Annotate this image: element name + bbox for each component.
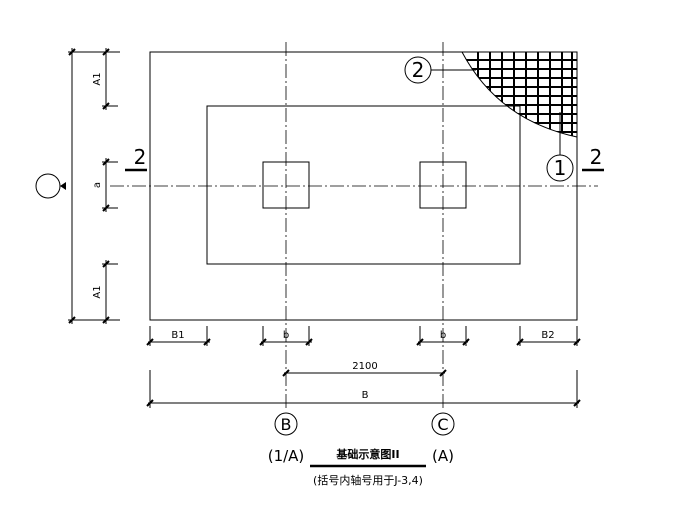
section-mark-right: 2 xyxy=(582,145,604,172)
dim-2100-line xyxy=(282,369,447,377)
rebar-callout-1-label: 1 xyxy=(554,156,567,180)
left-dimensions xyxy=(68,48,120,324)
dim-overall-b: B xyxy=(362,390,369,401)
dim-b1: B1 xyxy=(171,330,184,341)
section-mark-right-label: 2 xyxy=(590,145,603,169)
dim-overall-line xyxy=(146,370,581,408)
left-axis-bubble xyxy=(35,173,66,199)
drawing-title: 基础示意图II xyxy=(335,447,399,461)
axis-alt-left: (1/A) xyxy=(268,447,305,465)
center-lines xyxy=(110,42,598,410)
section-mark-left-label: 2 xyxy=(134,145,147,169)
axis-c-label: C xyxy=(437,415,448,434)
dim-a: a xyxy=(92,182,103,188)
rebar-callout-1: 1 xyxy=(546,112,574,182)
axis-alt-right: (A) xyxy=(432,447,454,465)
section-mark-left: 2 xyxy=(125,145,147,172)
rebar-callout-2: 2 xyxy=(404,56,476,84)
drawing-note: (括号内轴号用于J-3,4) xyxy=(313,473,423,487)
dim-b2: B2 xyxy=(541,330,554,341)
dim-2100: 2100 xyxy=(352,361,377,372)
axis-bubble-c: C xyxy=(431,412,455,436)
pedestal-outline xyxy=(206,105,521,265)
dim-b-right: b xyxy=(440,330,446,341)
dim-b-left: b xyxy=(283,330,289,341)
rebar-callout-2-label: 2 xyxy=(412,58,425,82)
bottom-dimensions-row1 xyxy=(146,326,581,346)
dim-a1-top: A1 xyxy=(92,72,103,85)
axis-b-label: B xyxy=(281,415,292,434)
dim-a1-bottom: A1 xyxy=(92,285,103,298)
axis-bubble-b: B xyxy=(274,412,298,436)
